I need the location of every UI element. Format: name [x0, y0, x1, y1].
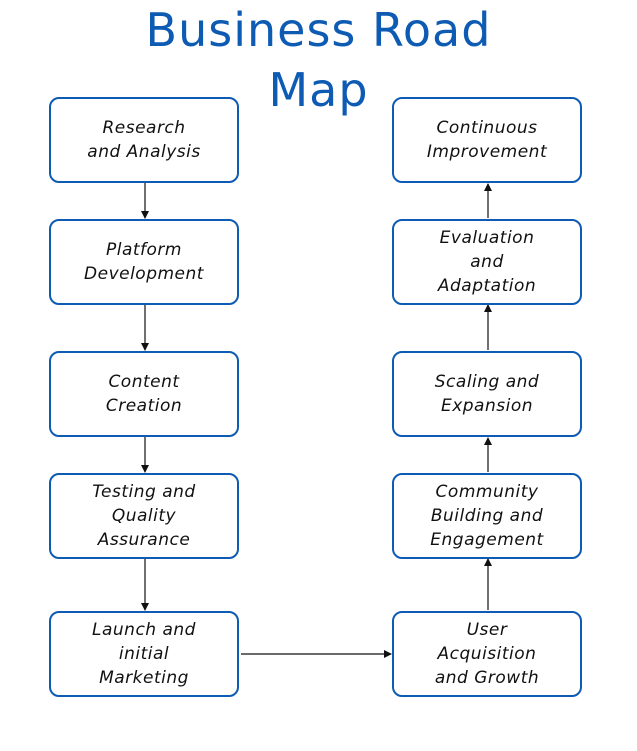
step-label: Testing and Quality Assurance — [92, 482, 196, 550]
step-label: Continuous Improvement — [426, 118, 548, 162]
step-label: Community Building and Engagement — [430, 482, 544, 550]
step-label: User Acquisition and Growth — [434, 620, 540, 688]
step-testing-and-quality-assurance: Testing and Quality Assurance — [49, 473, 239, 559]
step-label: Platform Development — [84, 240, 204, 284]
step-label: Evaluation and Adaptation — [437, 228, 537, 296]
step-content-creation: Content Creation — [49, 351, 239, 437]
step-platform-development: Platform Development — [49, 219, 239, 305]
step-launch-and-initial-marketing: Launch and initial Marketing — [49, 611, 239, 697]
diagram-title-line-1: Business Road — [145, 3, 492, 57]
step-research-and-analysis: Research and Analysis — [49, 97, 239, 183]
step-continuous-improvement: Continuous Improvement — [392, 97, 582, 183]
step-user-acquisition-and-growth: User Acquisition and Growth — [392, 611, 582, 697]
diagram-title-line-2: Map — [268, 63, 369, 117]
step-label: Launch and initial Marketing — [92, 620, 196, 688]
step-label: Research and Analysis — [87, 118, 201, 162]
step-evaluation-and-adaptation: Evaluation and Adaptation — [392, 219, 582, 305]
step-label: Content Creation — [105, 372, 183, 416]
step-community-building-and-engagement: Community Building and Engagement — [392, 473, 582, 559]
step-scaling-and-expansion: Scaling and Expansion — [392, 351, 582, 437]
step-label: Scaling and Expansion — [434, 372, 540, 416]
